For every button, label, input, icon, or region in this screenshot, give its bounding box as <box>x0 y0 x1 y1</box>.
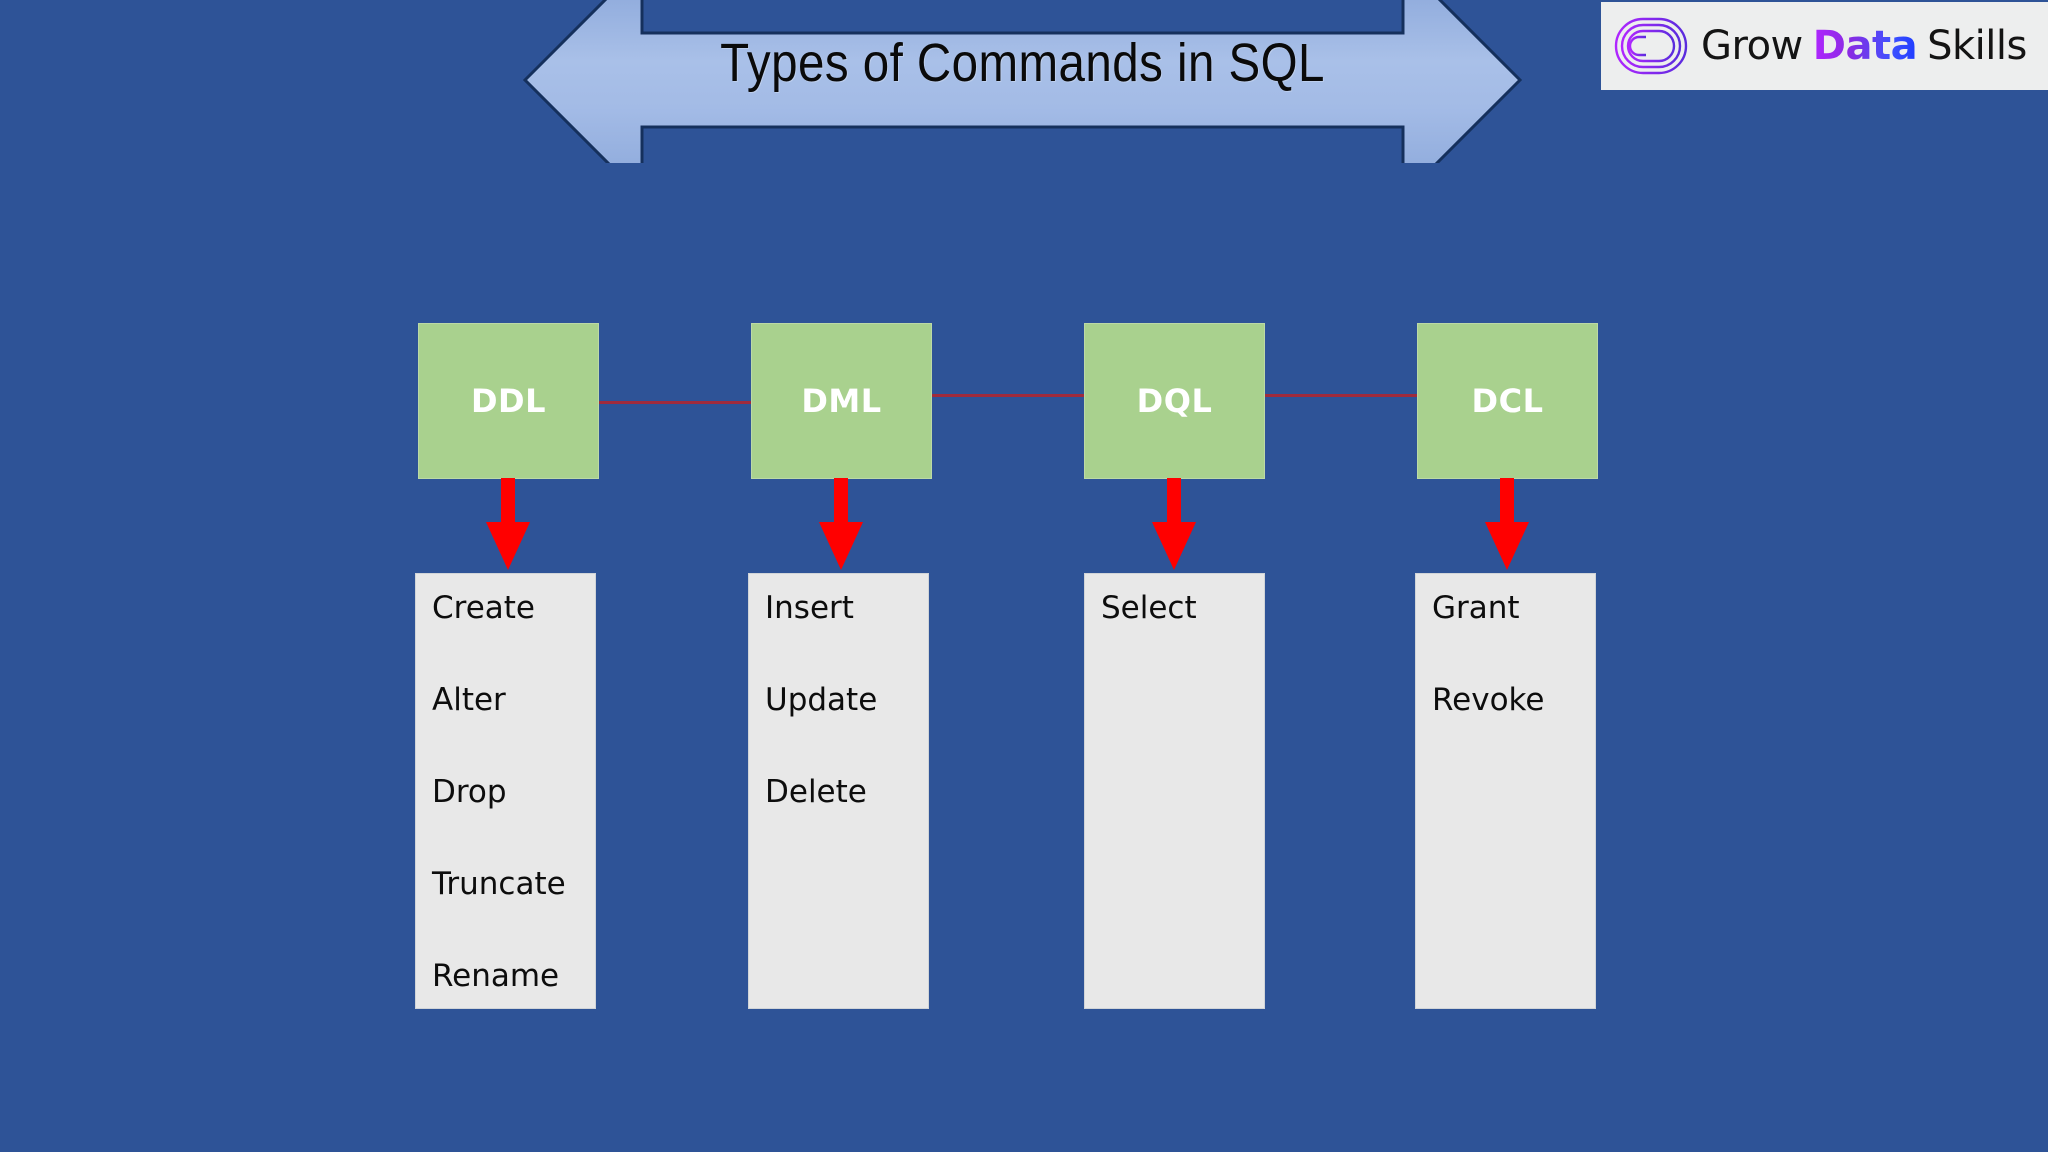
list-item: Truncate <box>432 866 566 902</box>
list-item: Insert <box>765 590 854 626</box>
arrow-down-icon-dml <box>811 478 871 574</box>
title-banner-arrow <box>520 0 1525 163</box>
category-label-dml: DML <box>801 382 882 420</box>
category-box-dml[interactable]: DML <box>751 323 932 479</box>
list-item: Delete <box>765 774 867 810</box>
grow-data-skills-logo-icon <box>1613 15 1689 77</box>
command-box-ddl[interactable]: Create Alter Drop Truncate Rename <box>415 573 596 1009</box>
brand-logo: Grow Data Skills <box>1601 2 2048 90</box>
list-item: Rename <box>432 958 560 994</box>
list-item: Alter <box>432 682 506 718</box>
arrow-down-icon-ddl <box>478 478 538 574</box>
logo-word-data: Data <box>1812 23 1918 69</box>
connector-dml-dql <box>929 394 1085 397</box>
list-item: Revoke <box>1432 682 1545 718</box>
category-box-ddl[interactable]: DDL <box>418 323 599 479</box>
list-item: Drop <box>432 774 507 810</box>
command-box-dml[interactable]: Insert Update Delete <box>748 573 929 1009</box>
category-label-dql: DQL <box>1136 382 1213 420</box>
category-label-ddl: DDL <box>470 382 546 420</box>
category-box-dcl[interactable]: DCL <box>1417 323 1598 479</box>
arrow-down-icon-dql <box>1144 478 1204 574</box>
connector-ddl-dml <box>598 401 752 404</box>
page-title: Types of Commands in SQL <box>720 33 1325 93</box>
list-item: Update <box>765 682 878 718</box>
logo-word-skills: Skills <box>1927 23 2027 69</box>
list-item: Grant <box>1432 590 1520 626</box>
command-box-dql[interactable]: Select <box>1084 573 1265 1009</box>
arrow-down-icon-dcl <box>1477 478 1537 574</box>
list-item: Create <box>432 590 536 626</box>
category-label-dcl: DCL <box>1471 382 1544 420</box>
logo-word-grow: Grow <box>1701 23 1803 69</box>
connector-dql-dcl <box>1264 394 1418 397</box>
category-box-dql[interactable]: DQL <box>1084 323 1265 479</box>
list-item: Select <box>1101 590 1197 626</box>
command-box-dcl[interactable]: Grant Revoke <box>1415 573 1596 1009</box>
